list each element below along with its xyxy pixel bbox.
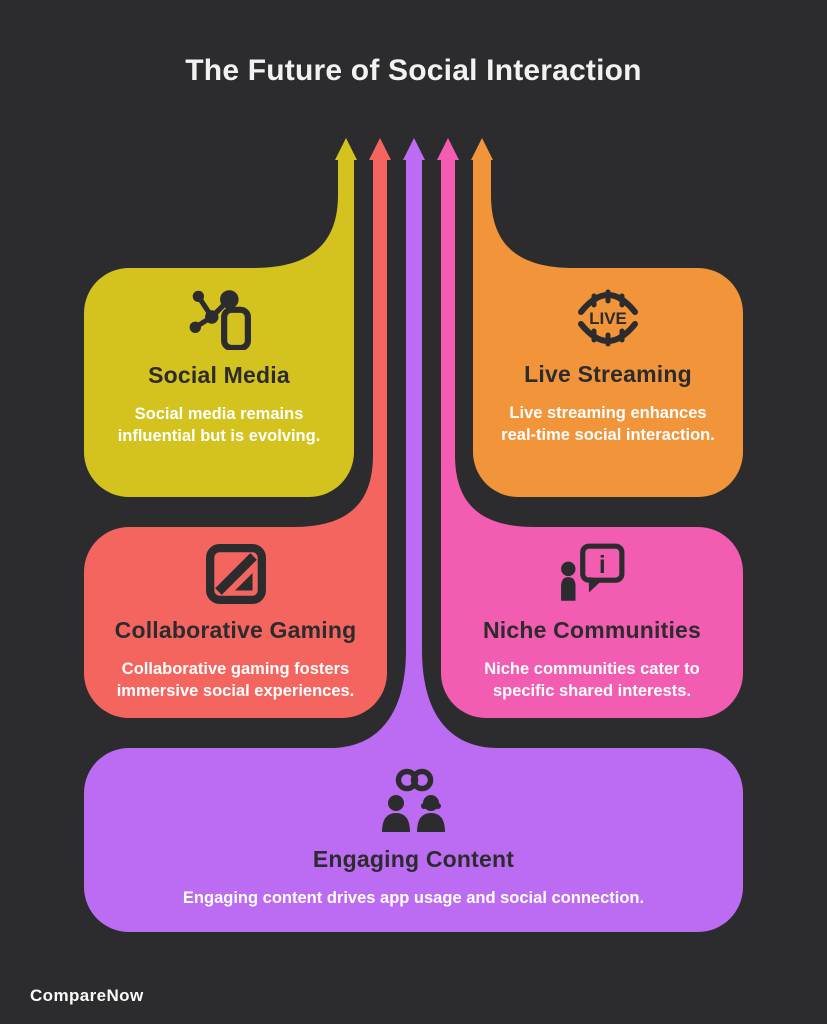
card-description: Engaging content drives app usage and so…	[182, 889, 645, 907]
card-social-media: Social Media Social media remains influe…	[84, 284, 354, 447]
linked-people-icon	[381, 768, 445, 832]
card-shape-engaging-content	[84, 138, 743, 932]
person-info-bubble-icon: i	[561, 543, 625, 601]
card-description: Collaborative gaming fosters immersive s…	[116, 660, 355, 700]
card-description: Niche communities cater to specific shar…	[484, 660, 700, 700]
page-title: The Future of Social Interaction	[185, 54, 642, 87]
card-title: Niche Communities	[482, 617, 702, 643]
card-collaborative-gaming: Collaborative Gaming Collaborative gamin…	[84, 543, 387, 702]
card-description: Live streaming enhances real-time social…	[501, 404, 715, 444]
svg-text:i: i	[599, 552, 606, 579]
card-description: Social media remains influential but is …	[117, 405, 321, 445]
card-shape-collaborative-gaming	[84, 138, 391, 718]
card-title: Collaborative Gaming	[114, 617, 357, 643]
crossed-square-icon	[205, 544, 266, 604]
share-network-phone-icon	[189, 290, 251, 350]
brand-logo: CompareNow	[30, 986, 144, 1005]
card-engaging-content: Engaging Content Engaging content drives…	[84, 768, 743, 909]
svg-text:LIVE: LIVE	[589, 309, 627, 328]
card-title: Live Streaming	[524, 361, 692, 387]
card-live-streaming: LIVE Live Streaming Live streaming enhan…	[473, 287, 743, 446]
card-shape-social-media	[84, 138, 357, 497]
live-globe-icon: LIVE	[578, 289, 638, 347]
card-shape-live-streaming	[471, 138, 743, 497]
card-title: Social Media	[148, 362, 290, 388]
card-niche-communities: i Niche Communities Niche communities ca…	[441, 543, 743, 702]
card-title: Engaging Content	[312, 846, 515, 872]
card-shape-niche-communities	[437, 138, 743, 718]
